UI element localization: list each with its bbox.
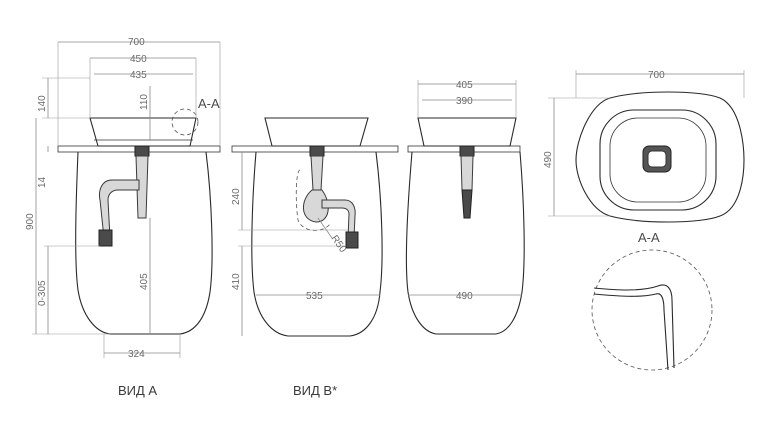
side-view: 405 390 490 <box>405 80 525 335</box>
section-title: A-A <box>638 230 660 245</box>
dim-trap-height: 405 <box>139 273 150 290</box>
dim-drop-height: 240 <box>231 188 242 205</box>
dim-basin-width: 450 <box>130 54 147 65</box>
dim-inner-width: 390 <box>456 96 473 107</box>
dim-depth: 490 <box>543 151 554 168</box>
view-b-label: ВИД В* <box>293 383 337 398</box>
basin <box>89 117 197 147</box>
top-view: 700 490 <box>543 70 745 223</box>
dim-overall-width: 700 <box>128 37 145 48</box>
dim-base-width: 535 <box>306 291 323 302</box>
dim-basin-height: 140 <box>37 95 48 112</box>
section-marker-circle <box>171 108 199 136</box>
dim-width: 700 <box>648 70 665 81</box>
dim-trap-height: 410 <box>231 273 242 290</box>
pedestal <box>251 151 383 337</box>
section-marker-label: A-A <box>198 96 220 111</box>
dim-base-width: 324 <box>128 349 145 360</box>
section-circle <box>591 249 713 371</box>
pedestal <box>405 151 525 335</box>
dim-overall-width: 405 <box>456 80 473 91</box>
view-a: A-A 700 450 435 140 14 900 0-305 110 405 <box>25 37 221 398</box>
dim-radius: R50 <box>329 233 349 255</box>
dim-floor-range: 0-305 <box>37 280 48 306</box>
view-a-label: ВИД А <box>118 383 157 398</box>
basin-bowl <box>609 117 707 203</box>
section-profile <box>593 284 675 369</box>
dim-counter-thickness: 14 <box>37 176 48 188</box>
basin-rim <box>599 109 717 211</box>
view-b: 240 410 R50 535 ВИД В* <box>231 117 399 398</box>
basin <box>264 117 369 147</box>
top-outline <box>575 91 745 223</box>
dim-inner-width: 435 <box>130 70 147 81</box>
dim-bowl-depth: 110 <box>139 94 150 110</box>
dim-total-height: 900 <box>25 213 36 230</box>
dim-base-width: 490 <box>456 291 473 302</box>
pedestal <box>75 151 213 335</box>
basin <box>417 117 517 147</box>
section-detail: A-A <box>591 230 713 371</box>
